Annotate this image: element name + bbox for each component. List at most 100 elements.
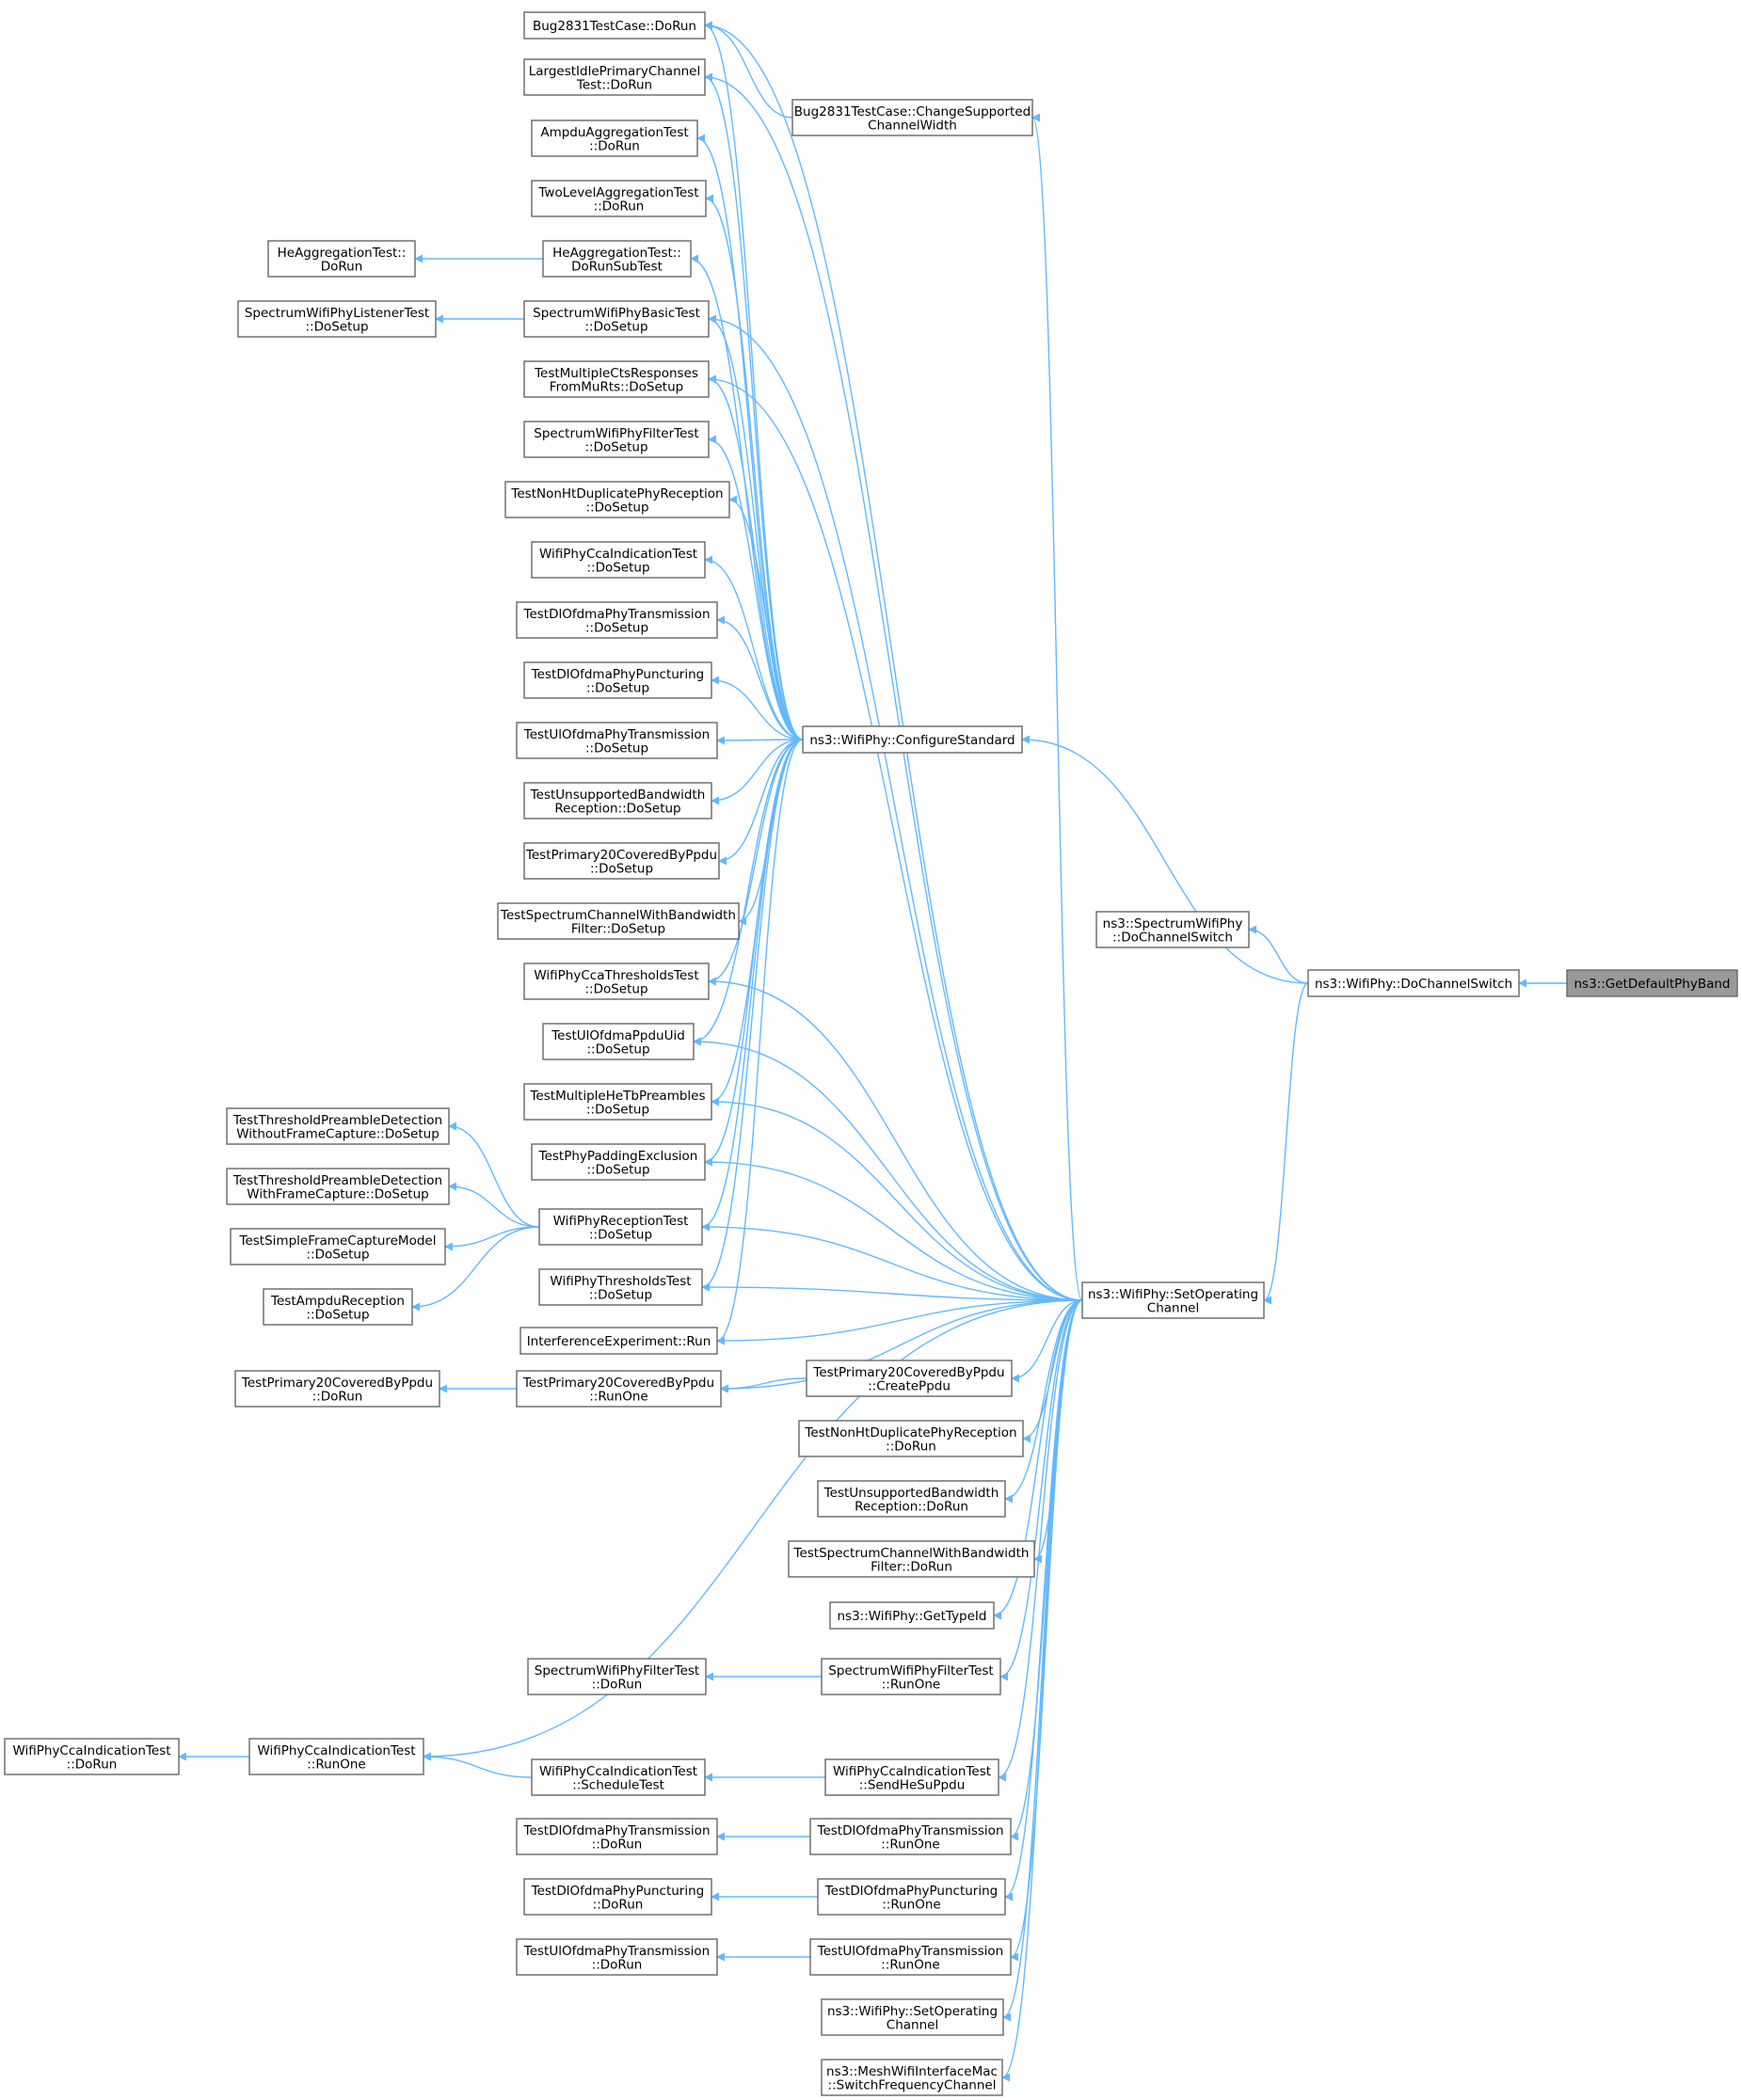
node-testspectrumchannelwithbandwidthfilter-dorun[interactable]: TestSpectrumChannelWithBandwidthFilter::… — [788, 1540, 1035, 1578]
node-spectrumwifiphylistenertest-dosetup[interactable]: SpectrumWifiPhyListenerTest::DoSetup — [237, 300, 437, 338]
node-ns3-wifiphy-dochannelswitch[interactable]: ns3::WifiPhy::DoChannelSwitch — [1307, 969, 1520, 997]
node-wifiphythresholdstest-dosetup[interactable]: WifiPhyThresholdsTest::DoSetup — [538, 1268, 703, 1306]
node-testdlofdmaphypuncturing-dorun[interactable]: TestDlOfdmaPhyPuncturing::DoRun — [523, 1878, 712, 1916]
node-box — [824, 1758, 999, 1796]
node-spectrumwifiphyfiltertest-runone[interactable]: SpectrumWifiPhyFilterTest::RunOne — [821, 1658, 1001, 1695]
node-testsimpleframecapturemodel-dosetup[interactable]: TestSimpleFrameCaptureModel::DoSetup — [230, 1228, 446, 1265]
node-box — [523, 421, 710, 458]
node-testprimary20coveredbyppdu-runone[interactable]: TestPrimary20CoveredByPpdu::RunOne — [516, 1370, 722, 1408]
node-twolevelaggregationtest-dorun[interactable]: TwoLevelAggregationTest::DoRun — [531, 180, 707, 217]
node-wifiphyccaindicationtest-sendhesuppdu[interactable]: WifiPhyCcaIndicationTest::SendHeSuPpdu — [824, 1758, 999, 1796]
node-label: SpectrumWifiPhyFilterTest — [534, 426, 698, 441]
node-label: ::DoSetup — [589, 1227, 652, 1242]
node-label: ::DoSetup — [590, 861, 653, 876]
node-ns3-meshwifiinterfacemac-switchfrequencychannel[interactable]: ns3::MeshWifiInterfaceMac::SwitchFrequen… — [821, 2059, 1003, 2096]
node-label: ns3::WifiPhy::SetOperating — [1088, 1287, 1258, 1302]
edge-tdlop-to-cs — [711, 676, 804, 740]
node-label: TestNonHtDuplicatePhyReception — [510, 486, 723, 501]
node-testdlofdmaphypuncturing-runone[interactable]: TestDlOfdmaPhyPuncturing::RunOne — [817, 1878, 1006, 1916]
node-testmultiplehetbpreambles-dosetup[interactable]: TestMultipleHeTbPreambles::DoSetup — [523, 1083, 712, 1121]
edge-tdloprunone-to-soc — [1004, 1299, 1083, 1901]
node-box — [504, 481, 730, 518]
node-box — [806, 1360, 1013, 1397]
node-testprimary20coveredbyppdu-dosetup[interactable]: TestPrimary20CoveredByPpdu::DoSetup — [523, 842, 720, 880]
node-wifiphyccaindicationtest-dorun[interactable]: WifiPhyCcaIndicationTest::DoRun — [4, 1738, 180, 1775]
edge-tp20-to-cs — [718, 739, 804, 866]
node-wifiphyccaindicationtest-dosetup[interactable]: WifiPhyCcaIndicationTest::DoSetup — [531, 541, 706, 579]
node-testulofdmaphytransmission-dorun[interactable]: TestUlOfdmaPhyTransmission::DoRun — [516, 1938, 718, 1976]
node-spectrumwifiphybasictest-dosetup[interactable]: SpectrumWifiPhyBasicTest::DoSetup — [523, 300, 710, 338]
node-spectrumwifiphyfiltertest-dosetup[interactable]: SpectrumWifiPhyFilterTest::DoSetup — [523, 421, 710, 458]
node-ns3-wifiphy-gettypeid[interactable]: ns3::WifiPhy::GetTypeId — [829, 1601, 995, 1630]
node-box — [809, 1938, 1012, 1976]
node-ns3-wifiphy-configurestandard[interactable]: ns3::WifiPhy::ConfigureStandard — [802, 725, 1023, 754]
node-label: ::RunOne — [882, 1677, 940, 1692]
node-testdlofdmaphytransmission-dorun[interactable]: TestDlOfdmaPhyTransmission::DoRun — [516, 1818, 718, 1855]
node-testprimary20coveredbyppdu-createppdu[interactable]: TestPrimary20CoveredByPpdu::CreatePpdu — [806, 1360, 1013, 1397]
node-testulofdmappduuid-dosetup[interactable]: TestUlOfdmaPpduUid::DoSetup — [542, 1023, 695, 1060]
node-wifiphyreceptiontest-dosetup[interactable]: WifiPhyReceptionTest::DoSetup — [538, 1208, 703, 1246]
node-label: TestPrimary20CoveredByPpdu — [525, 848, 717, 863]
node-ns3-spectrumwifiphy-dochannelswitch[interactable]: ns3::SpectrumWifiPhy::DoChannelSwitch — [1095, 911, 1250, 948]
node-label: WifiPhyCcaIndicationTest — [539, 1764, 697, 1779]
node-bug2831testcase-changesupportedchannelwidth[interactable]: Bug2831TestCase::ChangeSupportedChannelW… — [791, 99, 1033, 136]
node-testdlofdmaphytransmission-runone[interactable]: TestDlOfdmaPhyTransmission::RunOne — [809, 1818, 1012, 1855]
node-wifiphyccathresholdstest-dosetup[interactable]: WifiPhyCcaThresholdsTest::DoSetup — [523, 962, 710, 1000]
node-testthresholdpreambledetectionwithframecapture-dosetup[interactable]: TestThresholdPreambleDetectionWithFrameC… — [226, 1168, 450, 1205]
edge-wpctt-to-cs — [708, 739, 804, 986]
node-box — [788, 1540, 1035, 1578]
node-testthresholdpreambledetectionwithoutframecapture-dosetup[interactable]: TestThresholdPreambleDetectionWithoutFra… — [226, 1107, 450, 1145]
node-testnonhtduplicatephyreception-dosetup[interactable]: TestNonHtDuplicatePhyReception::DoSetup — [504, 481, 730, 518]
node-ampduaggregationtest-dorun[interactable]: AmpduAggregationTest::DoRun — [531, 119, 698, 157]
node-testulofdmaphytransmission-dosetup[interactable]: TestUlOfdmaPhyTransmission::DoSetup — [516, 722, 718, 759]
node-label: InterferenceExperiment::Run — [527, 1334, 711, 1349]
node-heaggregationtest-dorun[interactable]: HeAggregationTest::DoRun — [267, 240, 416, 278]
node-box — [531, 541, 706, 579]
node-testnonhtduplicatephyreception-dorun[interactable]: TestNonHtDuplicatePhyReception::DoRun — [798, 1420, 1024, 1457]
node-wifiphyccaindicationtest-runone[interactable]: WifiPhyCcaIndicationTest::RunOne — [248, 1738, 424, 1775]
edge-sdcs-to-dcs — [1248, 925, 1309, 984]
node-wifiphyccaindicationtest-scheduletest[interactable]: WifiPhyCcaIndicationTest::ScheduleTest — [531, 1758, 706, 1796]
node-label: ::DoRun — [594, 199, 645, 214]
node-label: ns3::GetDefaultPhyBand — [1574, 977, 1730, 992]
node-testprimary20coveredbyppdu-dorun[interactable]: TestPrimary20CoveredByPpdu::DoRun — [234, 1370, 440, 1408]
node-label: TestDlOfdmaPhyTransmission — [523, 1823, 711, 1838]
node-box — [523, 1878, 712, 1916]
node-testulofdmaphytransmission-runone[interactable]: TestUlOfdmaPhyTransmission::RunOne — [809, 1938, 1012, 1976]
node-testspectrumchannelwithbandwidthfilter-dosetup[interactable]: TestSpectrumChannelWithBandwidthFilter::… — [497, 902, 740, 940]
node-box — [226, 1107, 450, 1145]
node-box — [531, 119, 698, 157]
node-label: ::ScheduleTest — [572, 1777, 664, 1792]
node-box — [237, 300, 437, 338]
node-label: Reception::DoRun — [855, 1499, 968, 1514]
node-testdlofdmaphypuncturing-dosetup[interactable]: TestDlOfdmaPhyPuncturing::DoSetup — [523, 661, 712, 699]
node-box — [817, 1480, 1006, 1518]
edge-wpcitrunone-to-soc — [423, 1299, 1083, 1761]
node-label: Reception::DoSetup — [554, 801, 680, 816]
node-spectrumwifiphyfiltertest-dorun[interactable]: SpectrumWifiPhyFilterTest::DoRun — [527, 1658, 707, 1695]
node-testphypaddingexclusion-dosetup[interactable]: TestPhyPaddingExclusion::DoSetup — [531, 1143, 706, 1181]
node-box — [821, 2059, 1003, 2096]
node-box — [523, 1083, 712, 1121]
node-bug2831testcase-dorun[interactable]: Bug2831TestCase::DoRun — [523, 11, 706, 40]
node-label: HeAggregationTest:: — [552, 246, 681, 261]
node-testmultiplectsresponsesfrommurts-dosetup[interactable]: TestMultipleCtsResponsesFromMuRts::DoSet… — [523, 360, 710, 398]
node-interferenceexperiment-run[interactable]: InterferenceExperiment::Run — [519, 1327, 718, 1355]
node-label: WifiPhyCcaIndicationTest — [539, 547, 697, 562]
node-label: ::DoRun — [592, 1957, 643, 1972]
node-box — [523, 661, 712, 699]
node-box — [234, 1370, 440, 1408]
edge-wpctt-to-soc — [708, 977, 1083, 1301]
node-label: TestSpectrumChannelWithBandwidth — [500, 908, 736, 923]
node-testampdureception-dosetup[interactable]: TestAmpduReception::DoSetup — [263, 1288, 413, 1326]
node-testunsupportedbandwidthreception-dosetup[interactable]: TestUnsupportedBandwidthReception::DoSet… — [523, 782, 712, 819]
node-label: AmpduAggregationTest — [540, 125, 688, 140]
node-heaggregationtest-dorunsubtest[interactable]: HeAggregationTest::DoRunSubTest — [542, 240, 692, 278]
node-label: TestUlOfdmaPpduUid — [551, 1028, 685, 1043]
node-ns3-getdefaultphyband[interactable]: ns3::GetDefaultPhyBand — [1566, 969, 1738, 997]
node-testdlofdmaphytransmission-dosetup[interactable]: TestDlOfdmaPhyTransmission::DoSetup — [516, 601, 718, 639]
